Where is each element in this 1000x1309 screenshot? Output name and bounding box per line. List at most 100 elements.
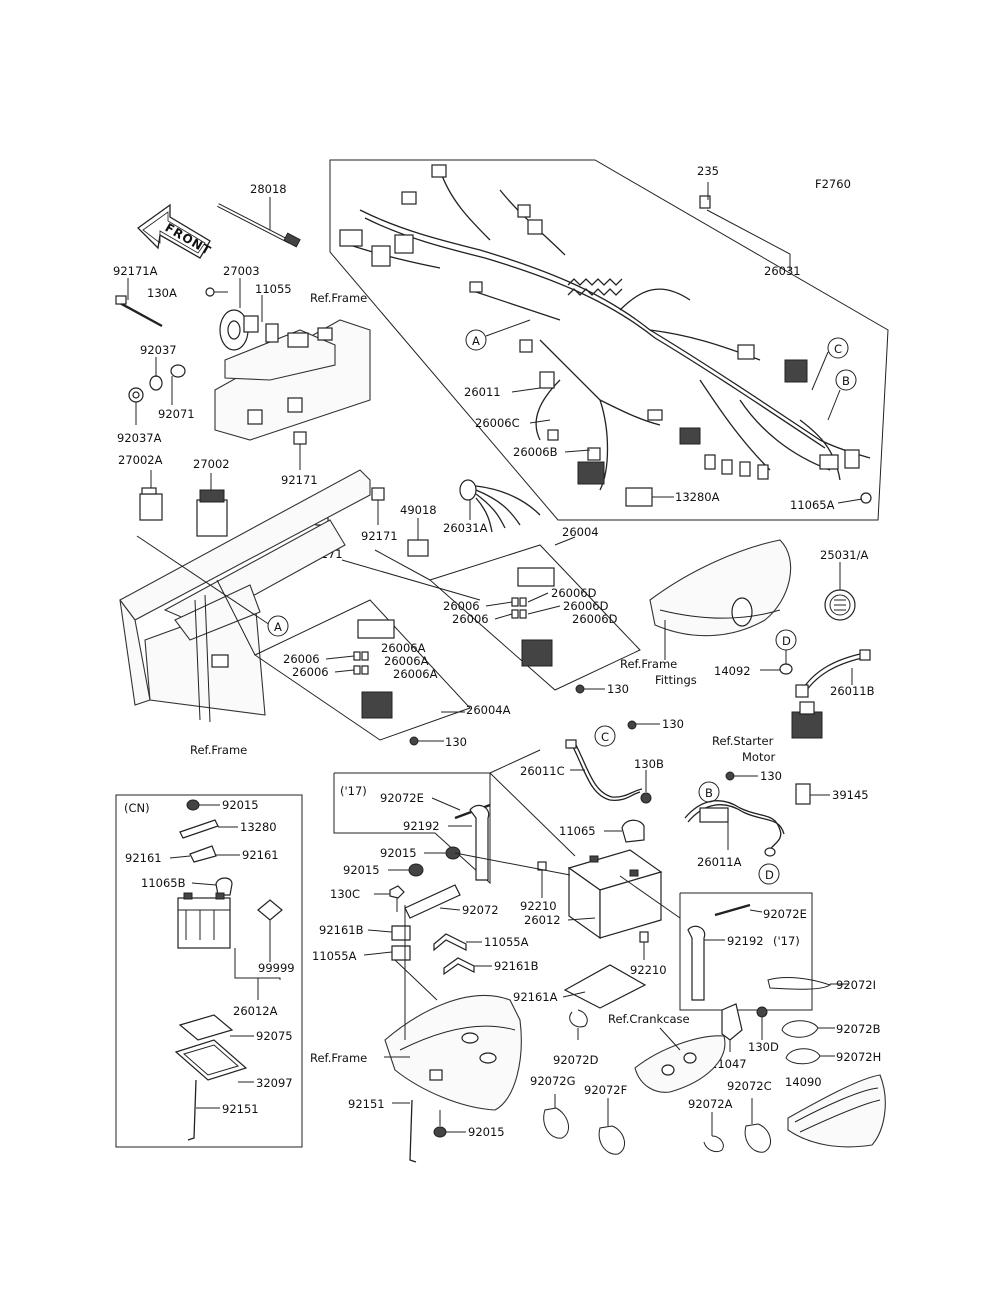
part-26006-4: 26006 [292,665,329,679]
part-26004a: 26004A [466,703,511,717]
frame-fittings [649,539,792,637]
bolt-130-3 [627,720,637,730]
fusebox-26004-outline [429,544,641,691]
part-92072: 92072 [462,903,499,917]
strap-92072a [703,1135,724,1153]
rod-92151 [409,1099,417,1163]
ref-frame-left: Ref.Frame [190,743,247,757]
part-92072e-2: 92072E [763,907,807,921]
nut-92015-c [433,1126,447,1138]
marker-b-top [835,369,857,391]
part-92072c: 92072C [727,1079,772,1093]
nut-92015-b [408,863,424,877]
cn-inset-box [115,794,303,1148]
ref-frame-fittings-2: Fittings [655,673,697,687]
plate-92072 [404,884,461,919]
marker-c-top-label: C [834,342,842,356]
part-92015-2: 92015 [343,863,380,877]
part-26006a-3: 26006A [393,667,438,681]
fusebox-26004 [511,567,555,667]
cn-part-92015: 92015 [222,798,259,812]
part-26011c: 26011C [520,764,565,778]
fusebox-26004a-outline [253,599,471,741]
ref-starter-1: Ref.Starter [712,734,774,748]
cn-part-26012a: 26012A [233,1004,278,1018]
part-92171-a: 92171 [281,473,318,487]
part-92210-2: 92210 [630,963,667,977]
part-26006c: 26006C [475,416,520,430]
part-27002a: 27002A [118,453,163,467]
marker-c-bottom [594,725,616,747]
clip-92171-a [293,431,307,445]
frame-bottom-tray [384,995,522,1111]
part-92210-1: 92210 [520,899,557,913]
part-26012: 26012 [524,913,561,927]
part-27002: 27002 [193,457,230,471]
part-130a: 130A [147,286,177,300]
ref-crankcase: Ref.Crankcase [608,1012,690,1026]
clip-92210-b [639,931,649,943]
ref-frame-fittings-1: Ref.Frame [620,657,677,671]
cover-92192-a [469,804,490,881]
front-direction-arrow: FRONT [136,203,214,259]
part-26006d-2: 26006D [563,599,609,613]
part-130-2: 130 [445,735,467,749]
fuse-49018 [407,539,429,557]
meter-25031a [824,589,856,621]
part-11055a-1: 11055A [312,949,357,963]
main-wiring-harness [349,169,871,491]
cn-part-13280: 13280 [240,820,277,834]
strap-92072b [781,1020,819,1038]
marker-c-top [827,337,849,359]
marker-d-top-label: D [782,634,791,648]
cn-tray-32097 [174,1039,248,1081]
part-26006a-1: 26006A [381,641,426,655]
strap-92072i [767,977,832,990]
cn-cap-11065b [215,877,233,896]
strap-92072h [785,1048,821,1065]
part-92192-2: 92192 [727,934,764,948]
part-92151-1: 92151 [348,1097,385,1111]
part-92072e-1: 92072E [380,791,424,805]
cap-14092 [779,663,793,675]
marker-d-bottom [758,863,780,885]
part-26006d-3: 26006D [572,612,618,626]
part-26006b: 26006B [513,445,558,459]
starter-relay [791,701,823,739]
cn-part-92161-2: 92161 [242,848,279,862]
marker-a-top-label: A [472,334,480,348]
part-92161a: 92161A [513,990,558,1004]
marker-c-bottom-label: C [601,730,609,744]
part-26006a-2: 26006A [384,654,429,668]
part-26011b: 26011B [830,684,875,698]
part-26011a: 26011A [697,855,742,869]
cn-label-99999 [257,899,283,921]
marker-a-bottom [267,615,289,637]
frame-top-left [214,319,371,441]
part-26031: 26031 [764,264,801,278]
cn-part-11065b: 11065B [141,876,186,890]
harness-26011a [684,800,785,857]
part-28018: 28018 [250,182,287,196]
nut-130b [640,792,652,804]
grommets-92037 [128,364,186,403]
part-92072h: 92072H [836,1050,881,1064]
part-130-3: 130 [662,717,684,731]
part-26004: 26004 [562,525,599,539]
cover-14090 [787,1074,886,1148]
part-92015-3: 92015 [468,1125,505,1139]
ref-frame-bottom: Ref.Frame [310,1051,367,1065]
strap-92072e-b [714,903,751,917]
terminal-cap-11065 [621,819,645,843]
part-92192-1: 92192 [403,819,440,833]
frame-main-left [119,469,371,723]
part-27003: 27003 [223,264,260,278]
cable-26011b [795,649,871,698]
cn-part-32097: 32097 [256,1076,293,1090]
part-92161b-1: 92161B [319,923,364,937]
cn-part-92151: 92151 [222,1102,259,1116]
pad-92161a [563,964,647,1009]
fusebox-26004a [353,619,395,719]
part-49018: 49018 [400,503,437,517]
cn-nut-92015 [186,799,200,811]
